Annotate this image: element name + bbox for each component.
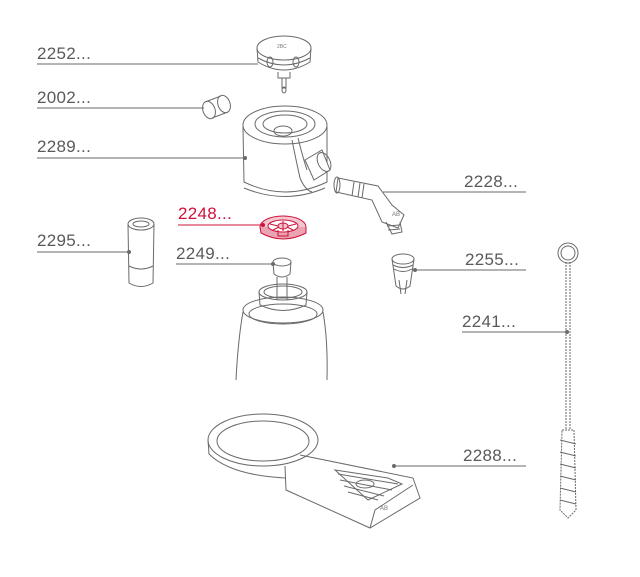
callout-label[interactable]: 2295... bbox=[37, 231, 92, 250]
svg-text:2BC: 2BC bbox=[277, 44, 287, 50]
part-2002-ring[interactable] bbox=[200, 93, 232, 120]
svg-text:AB: AB bbox=[392, 212, 400, 218]
callout-label[interactable]: 2228... bbox=[464, 172, 519, 191]
part-2288-base-stand[interactable]: AB bbox=[207, 413, 421, 529]
callout-label[interactable]: 2288... bbox=[463, 446, 518, 465]
callout-label[interactable]: 2002... bbox=[37, 88, 92, 107]
part-2252-valve-cap[interactable]: 2BC bbox=[256, 35, 312, 94]
part-2241-brush[interactable] bbox=[557, 242, 579, 519]
leader-lines bbox=[37, 63, 567, 467]
svg-text:AB: AB bbox=[380, 506, 388, 512]
part-bottle bbox=[235, 283, 328, 381]
part-2248-valve-highlight[interactable] bbox=[259, 215, 307, 240]
part-2295-cylinder[interactable] bbox=[127, 217, 155, 287]
callout-label[interactable]: 2249... bbox=[176, 244, 231, 263]
part-2228-nozzle[interactable]: AB bbox=[333, 176, 405, 235]
part-2255-tip[interactable] bbox=[391, 253, 417, 295]
callout-label[interactable]: 2252... bbox=[37, 44, 92, 63]
part-2289-head[interactable] bbox=[242, 105, 334, 197]
callout-label[interactable]: 2241... bbox=[462, 312, 517, 331]
callout-label[interactable]: 2248... bbox=[178, 204, 233, 223]
part-2249-bottle-valve[interactable] bbox=[271, 257, 292, 300]
callout-label[interactable]: 2255... bbox=[465, 250, 520, 269]
callout-label[interactable]: 2289... bbox=[37, 137, 92, 156]
